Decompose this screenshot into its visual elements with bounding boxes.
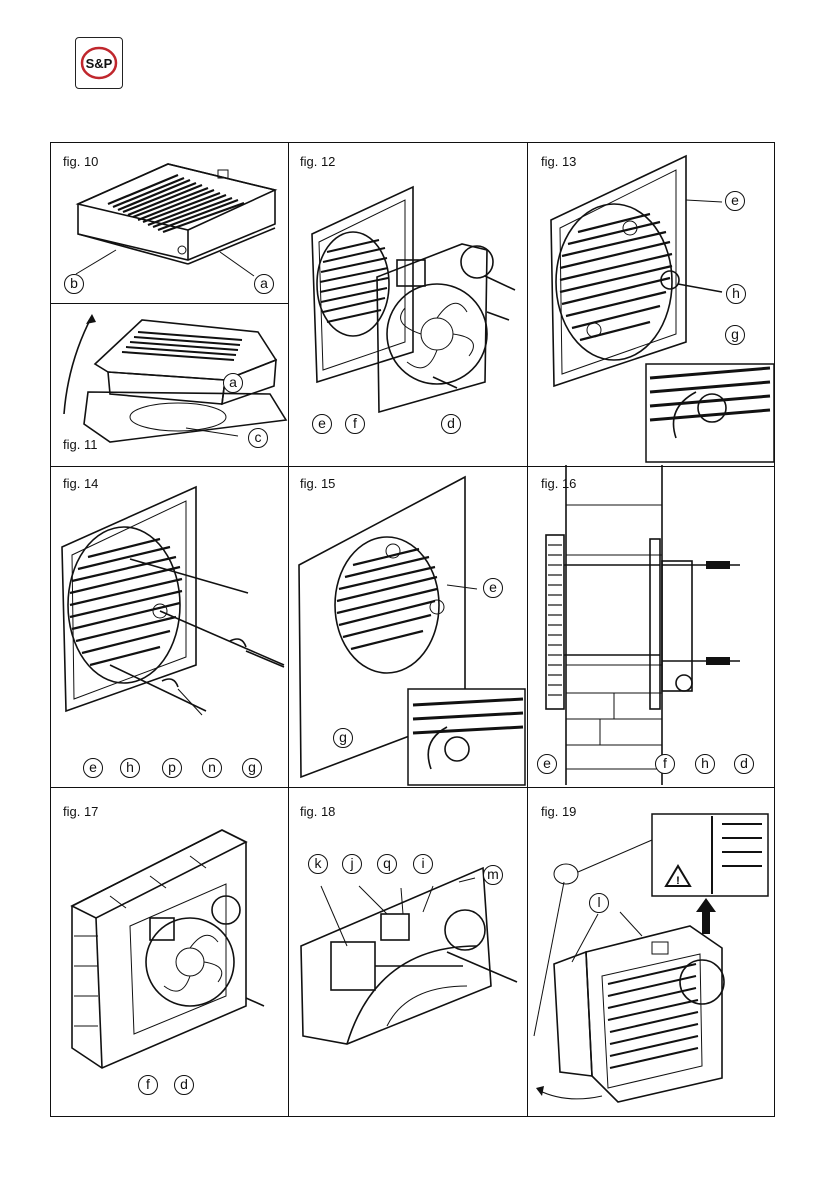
fig-10-leaders	[50, 142, 287, 302]
fig-16-label-d: d	[734, 754, 754, 774]
fig-19-illustration: !	[526, 786, 775, 1117]
fig-14-label-h: h	[120, 758, 140, 778]
fig-14-label-n: n	[202, 758, 222, 778]
fig-18-label-k: k	[308, 854, 328, 874]
fig-14-label-e: e	[83, 758, 103, 778]
fig-16-label-f: f	[655, 754, 675, 774]
fig-12-label-f: f	[345, 414, 365, 434]
svg-text:!: !	[676, 875, 680, 887]
fig-18-label-i: i	[413, 854, 433, 874]
fig-18-label-m: m	[483, 865, 503, 885]
fig-11-label-c: c	[248, 428, 268, 448]
fig-16-illustration	[526, 465, 775, 786]
fig-15-illustration	[287, 465, 526, 786]
fig-15-label-e: e	[483, 578, 503, 598]
fig-16-label-h: h	[695, 754, 715, 774]
rotation-arrow-icon	[86, 314, 96, 324]
fig-17-label-d: d	[174, 1075, 194, 1095]
fig-11-label-a: a	[223, 373, 243, 393]
fig-12-label-e: e	[312, 414, 332, 434]
fig-17-illustration	[50, 786, 287, 1117]
fig-18-label-q: q	[377, 854, 397, 874]
fig-19-label-l: l	[589, 893, 609, 913]
logo-text: S&P	[86, 56, 113, 71]
fig-15-label-g: g	[333, 728, 353, 748]
fig-14-label-g: g	[242, 758, 262, 778]
fig-16-label-e: e	[537, 754, 557, 774]
up-arrow-icon	[696, 898, 716, 934]
fig-13-label-g: g	[725, 325, 745, 345]
fig-14-label-p: p	[162, 758, 182, 778]
fig-17-label-f: f	[138, 1075, 158, 1095]
fig-11-caption: fig. 11	[63, 437, 97, 452]
sp-logo: S&P	[75, 37, 123, 89]
sp-logo-mark: S&P	[79, 43, 119, 83]
fig-12-label-d: d	[441, 414, 461, 434]
fig-18-illustration	[287, 786, 526, 1117]
fig-18-label-j: j	[342, 854, 362, 874]
fig-14-illustration	[50, 465, 287, 786]
fig-13-label-e: e	[725, 191, 745, 211]
fig-13-label-h: h	[726, 284, 746, 304]
